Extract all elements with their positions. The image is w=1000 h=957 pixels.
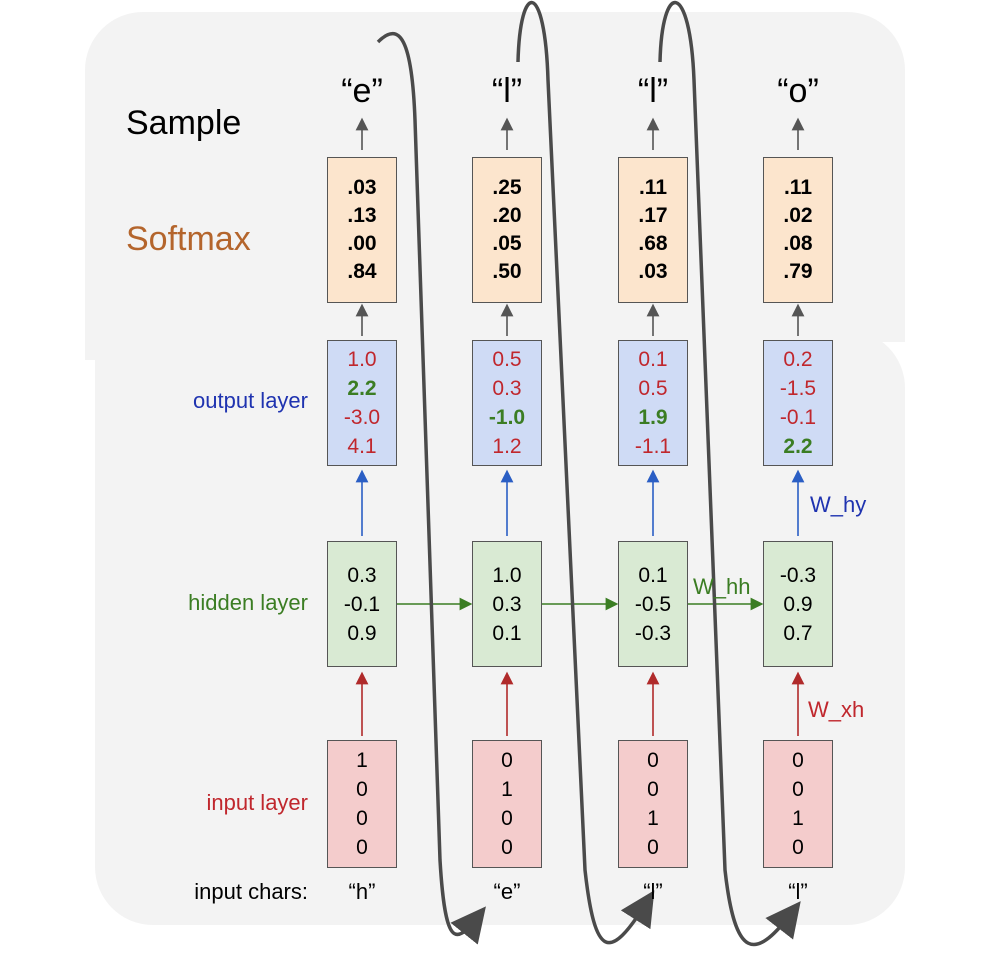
hidden-box-value: 0.7	[783, 621, 813, 645]
input-layer-label: input layer	[206, 790, 308, 815]
hidden-box-value: 0.9	[347, 621, 377, 645]
input-box-value: 0	[647, 836, 659, 859]
input-box: 0 0 1 0	[618, 740, 688, 868]
sample-char: “l”	[637, 72, 669, 110]
input-box-value: 1	[647, 807, 659, 830]
softmax-box-value: .05	[492, 232, 522, 255]
softmax-box-value: .79	[783, 260, 813, 283]
hidden-box-value: -0.5	[634, 592, 672, 616]
input-box-value: 1	[792, 807, 804, 830]
output-box-value: 4.1	[347, 435, 377, 458]
input-char: “l”	[788, 879, 808, 904]
softmax-box-value: .03	[638, 260, 668, 283]
w-hh-label: W_hh	[693, 574, 751, 599]
input-box-value: 0	[501, 836, 513, 859]
softmax-box-value: .00	[347, 232, 377, 255]
feedback-loop-1	[376, 31, 486, 945]
softmax-box-value: .25	[492, 176, 522, 199]
input-chars-label: input chars:	[194, 879, 308, 904]
output-box: 0.2 -1.5 -0.1 2.2	[763, 340, 833, 466]
output-box-value: -0.1	[779, 406, 817, 429]
input-box: 0 1 0 0	[472, 740, 542, 868]
softmax-box-value: .50	[492, 260, 522, 283]
input-box-value: 0	[356, 778, 368, 801]
sample-char: “e”	[341, 72, 383, 110]
input-box-value: 0	[356, 836, 368, 859]
sample-char: “l”	[491, 72, 523, 110]
feedback-loop-3	[658, 0, 801, 947]
input-char: “h”	[348, 879, 376, 904]
softmax-box-value: .08	[783, 232, 813, 255]
softmax-box-value: .11	[638, 176, 668, 199]
output-box-value: -1.1	[634, 435, 672, 458]
input-char: “l”	[643, 879, 663, 904]
softmax-box: .03 .13 .00 .84	[327, 157, 397, 303]
output-box: 0.1 0.5 1.9 -1.1	[618, 340, 688, 466]
softmax-box-value: .20	[492, 204, 522, 227]
input-box-value: 0	[792, 749, 804, 772]
hidden-box-value: -0.3	[634, 621, 672, 645]
input-box-value: 0	[501, 807, 513, 830]
softmax-box-value: .11	[783, 176, 813, 199]
input-box-value: 0	[356, 807, 368, 830]
input-box-value: 1	[501, 778, 513, 801]
input-box-value: 0	[792, 836, 804, 859]
input-box-value: 1	[356, 749, 368, 772]
softmax-box-value: .13	[347, 204, 377, 227]
softmax-box: .11 .02 .08 .79	[763, 157, 833, 303]
output-box-value: 1.2	[492, 435, 522, 458]
output-box-value: 0.3	[492, 377, 522, 400]
output-layer-label: output layer	[193, 388, 308, 413]
w-xh-label: W_xh	[808, 697, 865, 722]
output-box: 0.5 0.3 -1.0 1.2	[472, 340, 542, 466]
softmax-box-value: .02	[783, 204, 813, 227]
output-box-value: 0.5	[492, 348, 522, 371]
softmax-box-value: .84	[347, 260, 377, 283]
input-box-value: 0	[501, 749, 513, 772]
feedback-loop-2	[516, 0, 655, 945]
hidden-box-value: -0.1	[343, 592, 381, 616]
sample-row-label: Sample	[126, 104, 242, 142]
input-box-value: 0	[792, 778, 804, 801]
output-box-value: 2.2	[347, 377, 377, 400]
input-box: 0 0 1 0	[763, 740, 833, 868]
output-box-value: 0.2	[783, 348, 813, 371]
hidden-box: 0.1 -0.5 -0.3	[618, 541, 688, 667]
softmax-box-value: .68	[638, 232, 668, 255]
softmax-row-label: Softmax	[126, 220, 251, 258]
input-box-value: 0	[647, 749, 659, 772]
hidden-layer-label: hidden layer	[188, 590, 308, 615]
output-box-value: 1.9	[638, 406, 668, 429]
output-box-value: -1.5	[779, 377, 817, 400]
hidden-box: 0.3 -0.1 0.9	[327, 541, 397, 667]
output-box: 1.0 2.2 -3.0 4.1	[327, 340, 397, 466]
softmax-box: .11 .17 .68 .03	[618, 157, 688, 303]
hidden-box-value: -0.3	[779, 563, 817, 587]
hidden-box-value: 0.1	[638, 563, 668, 587]
output-box-value: 0.5	[638, 377, 668, 400]
output-box-value: 0.1	[638, 348, 668, 371]
output-box-value: -1.0	[488, 406, 526, 429]
output-box-value: 2.2	[783, 435, 813, 458]
w-hy-label: W_hy	[810, 492, 867, 517]
input-box: 1 0 0 0	[327, 740, 397, 868]
hidden-box: 1.0 0.3 0.1	[472, 541, 542, 667]
output-box-value: -3.0	[343, 406, 381, 429]
softmax-box-value: .17	[638, 204, 668, 227]
hidden-box-value: 0.1	[492, 621, 522, 645]
sample-char: “o”	[777, 72, 819, 110]
hidden-box-value: 0.3	[492, 592, 522, 616]
hidden-box-value: 0.3	[347, 563, 377, 587]
hidden-box: -0.3 0.9 0.7	[763, 541, 833, 667]
input-char: “e”	[493, 879, 521, 904]
hidden-box-value: 0.9	[783, 592, 813, 616]
softmax-box: .25 .20 .05 .50	[472, 157, 542, 303]
output-box-value: 1.0	[347, 348, 377, 371]
hidden-box-value: 1.0	[492, 563, 522, 587]
input-box-value: 0	[647, 778, 659, 801]
softmax-box-value: .03	[347, 176, 377, 199]
